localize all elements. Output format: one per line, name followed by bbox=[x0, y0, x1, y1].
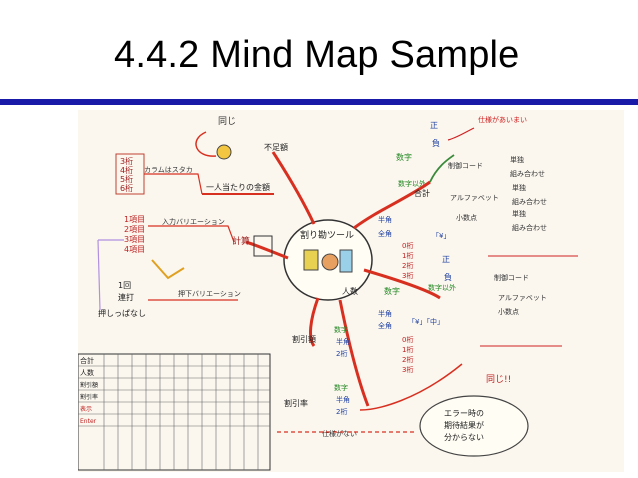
svg-text:合計: 合計 bbox=[414, 188, 430, 198]
test-table: 合計 人数 割引額 割引率 表示 Enter bbox=[78, 353, 271, 471]
svg-text:3桁: 3桁 bbox=[402, 365, 413, 374]
svg-text:小数点: 小数点 bbox=[498, 307, 519, 316]
svg-text:組み合わせ: 組み合わせ bbox=[512, 197, 547, 206]
svg-text:期待結果が: 期待結果が bbox=[444, 420, 484, 430]
mind-map-drawing: 割り勘ツール 同じ 不足額 一人当たりの金額 3桁 4桁 5桁 6桁 カラムはス… bbox=[78, 115, 578, 471]
svg-text:2桁: 2桁 bbox=[402, 355, 413, 364]
svg-text:連打: 連打 bbox=[118, 292, 134, 302]
svg-text:分からない: 分からない bbox=[444, 433, 484, 442]
svg-text:正: 正 bbox=[442, 255, 450, 264]
svg-text:入力バリエーション: 入力バリエーション bbox=[162, 217, 225, 226]
svg-text:割引率: 割引率 bbox=[80, 393, 98, 401]
svg-text:制御コード: 制御コード bbox=[448, 161, 483, 170]
digits-block: 3桁 4桁 5桁 6桁 カラムはスタカ bbox=[115, 153, 203, 195]
svg-text:押下バリエーション: 押下バリエーション bbox=[178, 289, 241, 298]
svg-text:人数: 人数 bbox=[80, 368, 94, 377]
svg-text:1桁: 1桁 bbox=[402, 251, 413, 260]
svg-text:負: 負 bbox=[444, 272, 452, 282]
digit-list-upper: 0桁 1桁 2桁 3桁 bbox=[402, 241, 413, 280]
keypress-block: 1回 連打 押しっぱなし 押下バリエーション bbox=[97, 239, 241, 318]
svg-text:単独: 単独 bbox=[512, 183, 526, 192]
svg-text:組み合わせ: 組み合わせ bbox=[512, 223, 547, 232]
svg-text:同じ: 同じ bbox=[218, 116, 236, 127]
svg-text:1桁: 1桁 bbox=[402, 345, 413, 354]
svg-text:アルファベット: アルファベット bbox=[498, 294, 547, 302]
svg-text:3項目: 3項目 bbox=[124, 235, 145, 244]
center-node: 割り勘ツール bbox=[283, 219, 373, 301]
svg-text:全角: 全角 bbox=[378, 321, 392, 330]
svg-text:半角: 半角 bbox=[378, 309, 392, 318]
svg-text:0桁: 0桁 bbox=[402, 241, 413, 250]
svg-text:アルファベット: アルファベット bbox=[450, 194, 499, 202]
svg-text:合計: 合計 bbox=[80, 356, 94, 365]
svg-text:負: 負 bbox=[432, 138, 440, 148]
svg-text:4項目: 4項目 bbox=[124, 245, 145, 254]
svg-text:数字: 数字 bbox=[334, 325, 348, 334]
svg-text:同じ!!: 同じ!! bbox=[486, 374, 511, 385]
slide-title: 4.4.2 Mind Map Sample bbox=[114, 34, 520, 76]
svg-text:数字: 数字 bbox=[396, 152, 412, 162]
svg-text:2項目: 2項目 bbox=[124, 225, 145, 234]
svg-text:組み合わせ: 組み合わせ bbox=[510, 169, 545, 178]
svg-text:4桁: 4桁 bbox=[120, 165, 133, 175]
svg-text:割引率: 割引率 bbox=[284, 398, 308, 408]
svg-text:制御コード: 制御コード bbox=[494, 273, 529, 282]
number-lines bbox=[480, 255, 578, 347]
svg-text:人数: 人数 bbox=[342, 286, 358, 296]
svg-text:2桁: 2桁 bbox=[336, 407, 347, 416]
svg-text:1項目: 1項目 bbox=[124, 215, 145, 224]
svg-text:半角: 半角 bbox=[336, 337, 350, 346]
svg-text:6桁: 6桁 bbox=[120, 183, 133, 193]
svg-text:仕様があいまい: 仕様があいまい bbox=[478, 115, 527, 124]
center-label: 割り勘ツール bbox=[300, 229, 354, 241]
svg-text:全角: 全角 bbox=[378, 229, 392, 238]
branches-red bbox=[245, 151, 441, 407]
svg-text:数字以外: 数字以外 bbox=[398, 179, 426, 188]
discount-branch: 割引額 数字 半角 2桁 割引率 数字 半角 2桁 同じ!! bbox=[284, 325, 511, 416]
title-rule bbox=[0, 99, 638, 105]
svg-text:3桁: 3桁 bbox=[402, 271, 413, 280]
svg-text:Enter: Enter bbox=[80, 418, 97, 425]
total-branch: 合計 数字 正 負 仕様があいまい 制御コード 単独 組み合わせ 数字以外 アル… bbox=[378, 115, 547, 240]
svg-text:3桁: 3桁 bbox=[120, 156, 133, 166]
items-block: 1項目 2項目 3項目 4項目 入力バリエーション 計算 bbox=[124, 215, 273, 257]
error-note: エラー時の 期待結果が 分からない 仕様がない bbox=[274, 395, 529, 457]
mind-map-image: 割り勘ツール 同じ 不足額 一人当たりの金額 3桁 4桁 5桁 6桁 カラムはス… bbox=[78, 110, 624, 472]
svg-text:カラムはスタカ: カラムはスタカ bbox=[144, 165, 193, 174]
svg-text:正: 正 bbox=[430, 121, 438, 130]
svg-text:一人当たりの金額: 一人当たりの金額 bbox=[206, 182, 270, 192]
svg-text:数字以外: 数字以外 bbox=[428, 283, 456, 292]
digit-list-lower: 0桁 1桁 2桁 3桁 bbox=[402, 335, 413, 374]
svg-text:「¥」「中」: 「¥」「中」 bbox=[408, 317, 444, 326]
svg-text:5桁: 5桁 bbox=[120, 174, 133, 184]
people-branch: 人数 数字 正 負 数字以外 制御コード アルファベット 小数点 半角 全角 「… bbox=[342, 255, 547, 330]
svg-text:数字: 数字 bbox=[334, 383, 348, 392]
svg-text:割引額: 割引額 bbox=[292, 334, 316, 344]
svg-text:割引額: 割引額 bbox=[80, 381, 98, 389]
svg-text:1回: 1回 bbox=[118, 281, 131, 290]
svg-text:2桁: 2桁 bbox=[336, 349, 347, 358]
svg-text:2桁: 2桁 bbox=[402, 261, 413, 270]
svg-text:半角: 半角 bbox=[336, 395, 350, 404]
svg-text:「¥」: 「¥」 bbox=[432, 232, 450, 240]
svg-text:0桁: 0桁 bbox=[402, 335, 413, 344]
svg-text:計算: 計算 bbox=[232, 235, 250, 247]
svg-text:単独: 単独 bbox=[512, 209, 526, 218]
svg-text:仕様がない: 仕様がない bbox=[322, 429, 357, 438]
svg-text:表示: 表示 bbox=[80, 405, 92, 413]
svg-text:押しっぱなし: 押しっぱなし bbox=[98, 308, 146, 318]
svg-text:エラー時の: エラー時の bbox=[444, 409, 484, 418]
svg-text:単独: 単独 bbox=[510, 155, 524, 164]
svg-text:数字: 数字 bbox=[384, 286, 400, 296]
svg-text:半角: 半角 bbox=[378, 215, 392, 224]
svg-text:小数点: 小数点 bbox=[456, 213, 477, 222]
svg-text:不足額: 不足額 bbox=[264, 142, 288, 152]
